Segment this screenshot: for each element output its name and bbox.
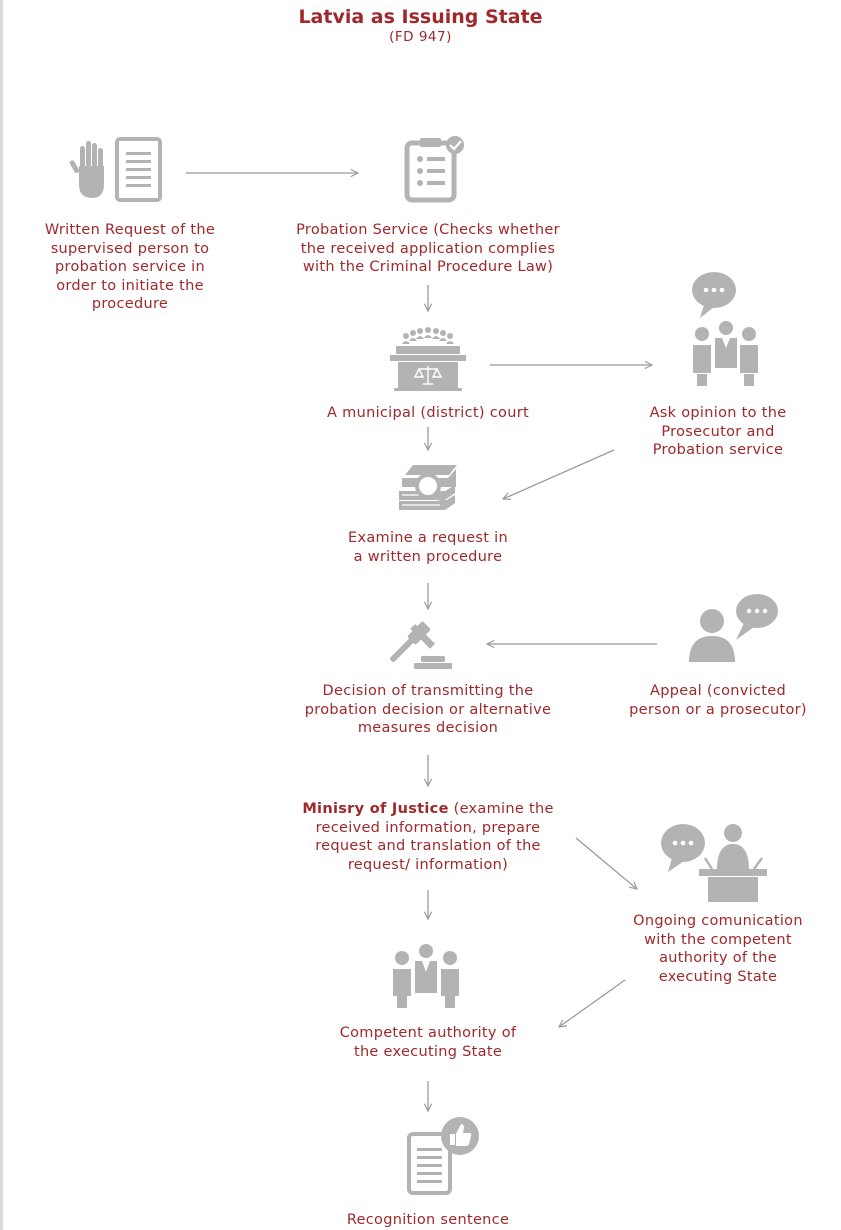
label-written-request: Written Request of the supervised person… [44,222,216,312]
appeal-speech-icon [689,594,778,662]
label-ministry: Minisry of Justice (examine the received… [302,801,554,873]
arrow-ministry-to-communication [575,837,637,889]
left-border [0,0,3,1230]
courtroom-icon [390,327,466,391]
checklist-icon [404,136,464,203]
ministry-name: Minisry of Justice [302,801,449,817]
page-subtitle: (FD 947) [389,29,452,45]
label-decision: Decision of transmitting the probation d… [304,683,552,736]
page-title: Latvia as Issuing State [298,6,543,28]
thumbs-up-document-icon [407,1117,479,1195]
speaker-podium-icon [661,824,767,902]
label-competent-authority: Competent authority of the executing Sta… [339,1025,517,1060]
label-appeal: Appeal (convicted person or a prosecutor… [629,683,807,718]
meeting-speech-icon [692,272,758,386]
arrow-communication-to-authority [559,979,626,1027]
team-icon [393,944,459,1008]
label-probation-service: Probation Service (Checks whether the re… [296,222,560,275]
label-recognition: Recognition sentence [346,1212,510,1228]
hand-document-icon [69,137,162,202]
label-municipal-court: A municipal (district) court [327,405,529,421]
book-search-icon [399,465,457,510]
label-ask-opinion: Ask opinion to the Prosecutor and Probat… [649,405,787,458]
arrow-opinion-to-examine [503,449,615,499]
gavel-icon [389,621,452,669]
label-ongoing-communication: Ongoing comunication with the competent … [633,913,803,985]
label-examine-request: Examine a request in a written procedure [348,530,508,565]
